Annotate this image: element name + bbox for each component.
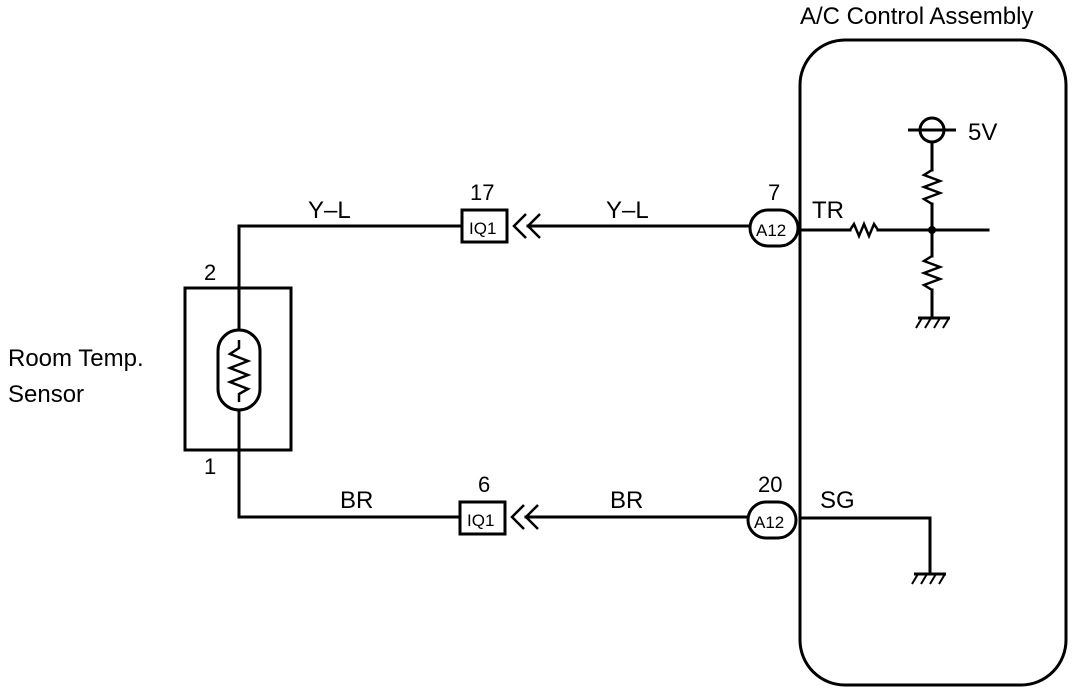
sensor-pin-2: 2 — [204, 260, 216, 285]
connector-a12-bottom — [746, 500, 798, 540]
terminal-sg: SG — [820, 487, 855, 514]
power-supply-icon — [908, 116, 956, 144]
resistor-series-icon — [848, 220, 880, 240]
connector-pin-7: 7 — [768, 180, 780, 205]
terminal-tr: TR — [812, 197, 844, 224]
supply-voltage-label: 5V — [968, 119, 997, 146]
ac-control-assembly-box — [798, 38, 1068, 687]
wire-yl-left — [237, 224, 464, 332]
assembly-title: A/C Control Assembly — [800, 3, 1033, 30]
wire-label-yl-right: Y–L — [606, 197, 649, 224]
sensor-pin-1: 1 — [204, 454, 216, 479]
resistor-pullup-icon — [920, 168, 944, 206]
connector-label-a12-top: A12 — [756, 221, 786, 240]
sensor-label-line1: Room Temp. — [8, 345, 144, 372]
wire-label-yl-left: Y–L — [308, 197, 351, 224]
connector-label-iq1-bottom: IQ1 — [467, 511, 494, 530]
connector-iq1-bottom — [458, 500, 507, 536]
connector-pin-20: 20 — [758, 472, 782, 497]
connector-label-a12-bottom: A12 — [754, 513, 784, 532]
wire-label-br-right: BR — [610, 487, 643, 514]
connector-iq1-top — [460, 208, 509, 244]
sensor-label-line2: Sensor — [8, 381, 84, 408]
resistor-pulldown-icon — [920, 254, 944, 292]
wire-sg-ground — [798, 516, 932, 574]
wire-label-br-left: BR — [340, 487, 373, 514]
connector-a12-top — [748, 208, 800, 248]
connector-pin-6: 6 — [478, 472, 490, 497]
thermistor-icon — [216, 328, 262, 412]
connector-label-iq1-top: IQ1 — [469, 219, 496, 238]
ground-icon — [915, 316, 950, 329]
connector-pin-17: 17 — [470, 180, 494, 205]
wire-br-left — [237, 408, 462, 519]
ground-icon — [911, 572, 946, 585]
